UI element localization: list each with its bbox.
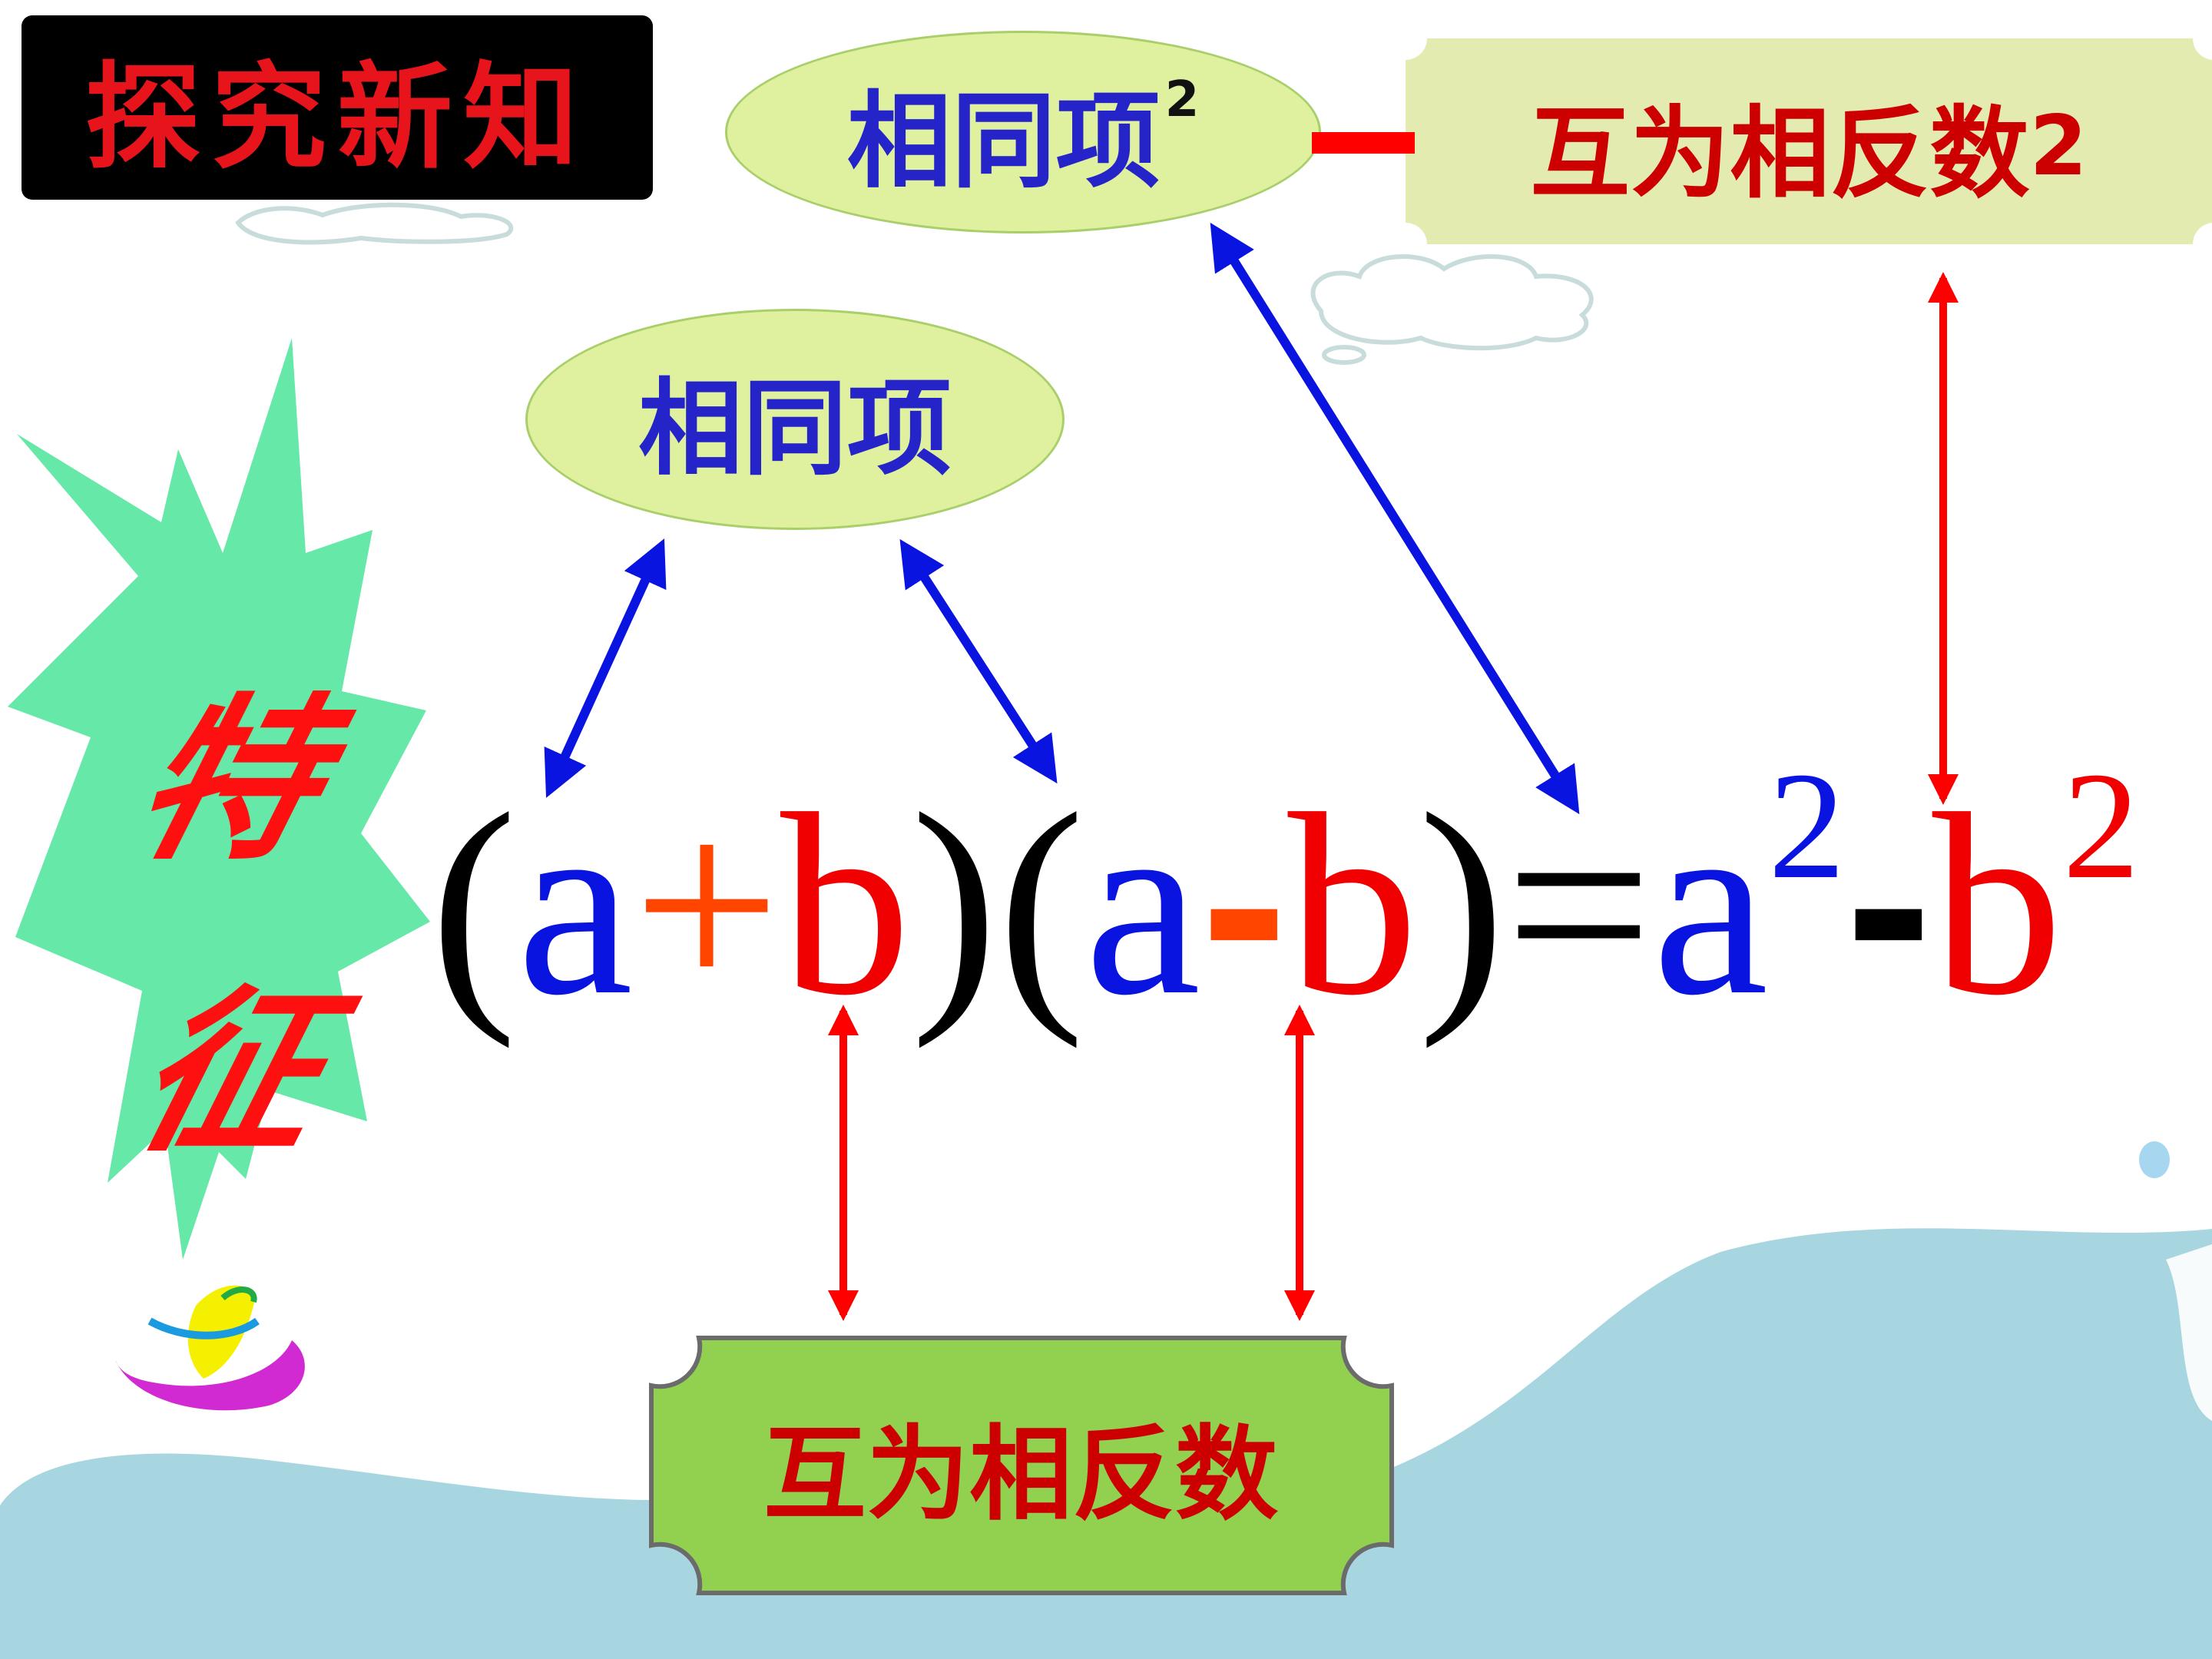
ticket-top-label: 互为相反数: [1530, 95, 2030, 212]
ellipse-top-exponent: 2: [1164, 71, 1200, 128]
arrow-left: [544, 538, 667, 798]
ticket-bottom-shape: [649, 1336, 1394, 1595]
formula-equals: =: [1505, 760, 1653, 1049]
formula: (a+b)(a-b)=a2-b2: [430, 750, 2140, 1035]
slide-title: 探究新知: [84, 49, 589, 185]
starburst-shape: [8, 338, 430, 1260]
formula-rparen-1: ): [910, 760, 998, 1049]
formula-lparen-2: (: [998, 760, 1085, 1049]
formula-minus-2: -: [1845, 757, 1932, 1048]
cloud-icon: [235, 202, 514, 245]
connector-dash: [1312, 132, 1415, 154]
ticket-top-shape: [1406, 38, 2212, 244]
formula-lparen-1: (: [430, 760, 518, 1049]
formula-b-2: b: [1287, 760, 1419, 1049]
formula-exponent-b: 2: [2062, 741, 2140, 911]
formula-rparen-2: ): [1418, 760, 1505, 1049]
logo-icon: [115, 1285, 305, 1411]
arrow-mid: [899, 538, 1058, 784]
dot-icon: [2139, 1141, 2170, 1178]
ticket-bottom-label: 互为相反数: [763, 1415, 1278, 1535]
ellipse-same-term: 相同项: [525, 309, 1065, 530]
ticket-top-exponent: 2: [2029, 96, 2088, 194]
formula-b-3: b: [1932, 760, 2063, 1049]
wave-background: [0, 1228, 2212, 1659]
title-banner: 探究新知: [22, 15, 653, 200]
cloud-icon: [1310, 254, 1594, 365]
formula-exponent-a: 2: [1768, 741, 1846, 911]
formula-minus-1: -: [1200, 757, 1288, 1048]
ellipse-mid-label: 相同项: [638, 368, 952, 490]
ticket-opposite: 互为相反数: [650, 1338, 1392, 1593]
arrow-long: [1210, 222, 1580, 815]
ellipse-top-label: 相同项: [846, 81, 1161, 203]
formula-b-1: b: [780, 760, 911, 1049]
formula-plus: +: [633, 760, 780, 1049]
formula-a-1: a: [517, 760, 634, 1049]
formula-a-3: a: [1652, 760, 1769, 1049]
formula-a-2: a: [1084, 760, 1201, 1049]
